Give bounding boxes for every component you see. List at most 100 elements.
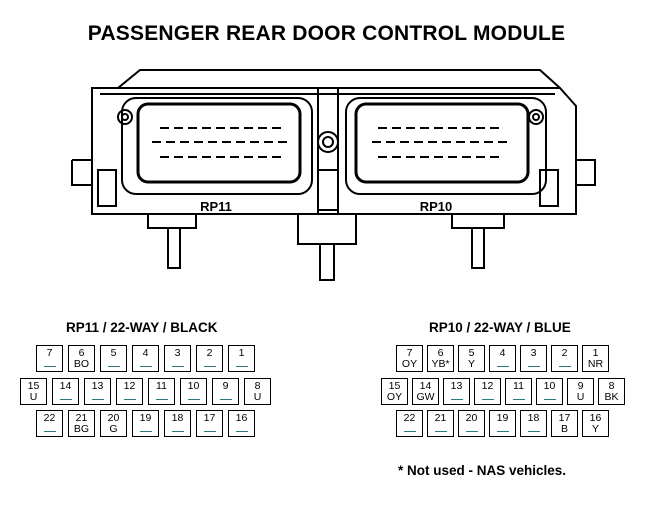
right-connector-label: RP10 — [420, 199, 453, 214]
rp11-pin-11: 11 — [148, 378, 175, 405]
pin-number: 6 — [437, 347, 444, 359]
pin-number: 7 — [406, 347, 413, 359]
pin-number: 6 — [78, 347, 85, 359]
rp10-pin-10: 10 — [536, 378, 563, 405]
pin-number: 18 — [527, 412, 540, 424]
pin-number: 2 — [561, 347, 568, 359]
rp10-pin-20: 20 — [458, 410, 485, 437]
unused-pin-dash — [124, 399, 136, 400]
rp10-connector-title: RP10 / 22-WAY / BLUE — [429, 320, 571, 335]
pin-number: 12 — [123, 380, 136, 392]
unused-pin-dash — [108, 366, 120, 367]
pin-wire-color: U — [253, 391, 262, 403]
unused-pin-dash — [44, 366, 56, 367]
pin-number: 17 — [558, 412, 571, 424]
pin-number: 19 — [496, 412, 509, 424]
pin-number: 1 — [238, 347, 245, 359]
rp10-pin-18: 18 — [520, 410, 547, 437]
pin-number: 18 — [171, 412, 184, 424]
rp10-pin-21: 21 — [427, 410, 454, 437]
unused-pin-dash — [528, 366, 540, 367]
pin-wire-color: GW — [416, 391, 435, 403]
pin-number: 13 — [91, 380, 104, 392]
rp11-pin-1: 1 — [228, 345, 255, 372]
rp11-pin-2: 2 — [196, 345, 223, 372]
rp11-pin-7: 7 — [36, 345, 63, 372]
pin-number: 5 — [110, 347, 117, 359]
pin-number: 19 — [139, 412, 152, 424]
pin-number: 17 — [203, 412, 216, 424]
rp11-pin-3: 3 — [164, 345, 191, 372]
pin-number: 9 — [222, 380, 229, 392]
rp10-pin-22: 22 — [396, 410, 423, 437]
pin-number: 15 — [27, 380, 40, 392]
pin-number: 16 — [589, 412, 602, 424]
pin-number: 12 — [481, 380, 494, 392]
rp11-pin-16: 16 — [228, 410, 255, 437]
unused-pin-dash — [236, 431, 248, 432]
unused-pin-dash — [60, 399, 72, 400]
unused-pin-dash — [559, 366, 571, 367]
unused-pin-dash — [204, 366, 216, 367]
diagram-title: PASSENGER REAR DOOR CONTROL MODULE — [87, 22, 566, 45]
pin-wire-color: YB* — [431, 358, 450, 370]
unused-pin-dash — [528, 431, 540, 432]
unused-pin-dash — [44, 431, 56, 432]
rp10-pin-4: 4 — [489, 345, 516, 372]
pin-number: 16 — [235, 412, 248, 424]
unused-pin-dash — [140, 431, 152, 432]
pin-wire-color: NR — [587, 358, 604, 370]
pin-number: 13 — [450, 380, 463, 392]
pin-number: 5 — [468, 347, 475, 359]
unused-pin-dash — [544, 399, 556, 400]
pin-number: 8 — [608, 380, 615, 392]
pin-number: 11 — [513, 380, 524, 392]
rp11-pin-5: 5 — [100, 345, 127, 372]
pin-wire-color: U — [576, 391, 585, 403]
rp11-pin-13: 13 — [84, 378, 111, 405]
unused-pin-dash — [466, 431, 478, 432]
rp10-pin-2: 2 — [551, 345, 578, 372]
unused-pin-dash — [404, 431, 416, 432]
pin-number: 8 — [254, 380, 261, 392]
unused-pin-dash — [451, 399, 463, 400]
pin-number: 1 — [592, 347, 599, 359]
pin-wire-color: OY — [401, 358, 418, 370]
pin-number: 9 — [577, 380, 584, 392]
pin-number: 20 — [107, 412, 120, 424]
unused-pin-dash — [140, 366, 152, 367]
pin-number: 20 — [465, 412, 478, 424]
rp10-pin-12: 12 — [474, 378, 501, 405]
pin-wire-color: Y — [467, 358, 475, 370]
pin-wire-color: G — [109, 423, 118, 435]
rp10-pin-11: 11 — [505, 378, 532, 405]
unused-pin-dash — [172, 366, 184, 367]
left-connector-label: RP11 — [200, 199, 232, 214]
rp11-pin-9: 9 — [212, 378, 239, 405]
rp10-pin-19: 19 — [489, 410, 516, 437]
unused-pin-dash — [220, 399, 232, 400]
rp11-connector-title: RP11 / 22-WAY / BLACK — [66, 320, 218, 335]
pin-number: 10 — [543, 380, 556, 392]
pin-number: 22 — [43, 412, 56, 424]
rp11-pin-4: 4 — [132, 345, 159, 372]
pin-wire-color: U — [29, 391, 38, 403]
pin-number: 21 — [434, 412, 447, 424]
unused-pin-dash — [92, 399, 104, 400]
pin-number: 21 — [75, 412, 88, 424]
rp11-pin-19: 19 — [132, 410, 159, 437]
unused-pin-dash — [188, 399, 200, 400]
pin-number: 11 — [156, 380, 167, 392]
pin-number: 22 — [403, 412, 416, 424]
